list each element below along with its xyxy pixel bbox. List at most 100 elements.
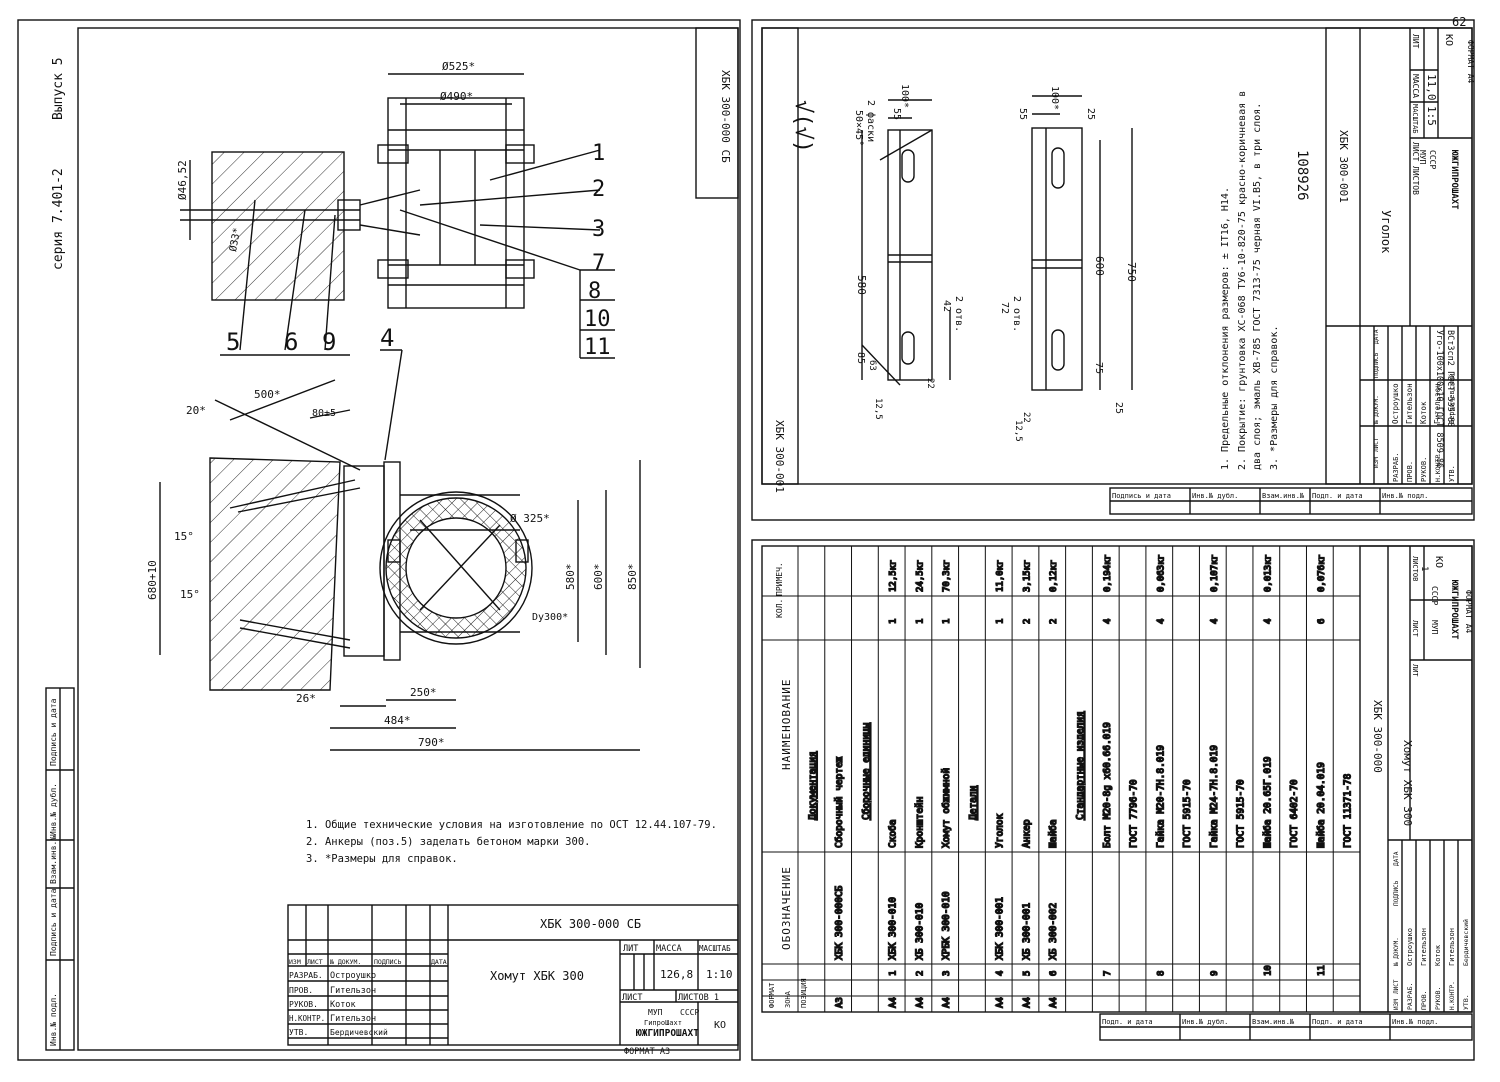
rt-dim-h580: 580 <box>855 275 868 295</box>
rt-dim-holes2: 2 отв. <box>1011 296 1022 332</box>
spec-hdr-sign: ПОДПИСЬ <box>1393 880 1400 906</box>
sp-margin-2: Подп. и дата <box>1312 1018 1363 1026</box>
rt-org-name: ЮЖГИПРОШАХТ <box>1449 150 1459 210</box>
role-2: ПРОВ. <box>289 986 313 995</box>
margin-label-5: Подпись и дата <box>49 698 58 766</box>
spec-hdr-name: НАИМЕНОВАНИЕ <box>780 679 793 770</box>
spec-ko: КО <box>1433 556 1444 568</box>
rt-ko: КО <box>1443 34 1454 46</box>
rt-role-3-name: Коток <box>1419 401 1428 424</box>
spec-row-pos: 1 <box>889 971 899 976</box>
spec-row-name: Детали <box>968 786 979 820</box>
spec-row-pos: 3 <box>942 971 952 976</box>
rt-note-4: 3. *Размеры для справок. <box>1269 326 1280 471</box>
right-top-code-vertical: ХБК 300-001 <box>773 420 786 493</box>
rt-title-sheets: ЛИСТОВ <box>1411 166 1420 195</box>
spec-row-note: 3,15кг <box>1022 559 1032 592</box>
rt-title-mass-hdr: МАССА <box>1411 74 1420 98</box>
spec-row-qty: 1 <box>942 619 952 624</box>
note-2: 2. Анкеры (поз.5) заделать бетоном марки… <box>306 836 590 848</box>
title-org-name: ЮЖГИПРОШАХТ <box>636 1028 699 1039</box>
hdr-list: ЛИСТ <box>307 958 323 966</box>
dim-v580: 580* <box>564 564 577 591</box>
rt-dim-b22a: 22 <box>925 378 935 389</box>
spec-row-format: А4 <box>915 997 925 1008</box>
callout-11: 11 <box>584 335 611 360</box>
sp-margin-5: Подп. и дата <box>1102 1018 1153 1026</box>
spec-row-format: А4 <box>996 997 1006 1008</box>
angle-part-view-1 <box>861 99 951 386</box>
title-org-sub: ГипроШахт <box>644 1019 682 1027</box>
spec-row-pos: 9 <box>1210 971 1220 976</box>
spec-row-note: 11,0кг <box>996 559 1006 592</box>
spec-row-qty: 1 <box>889 619 899 624</box>
top-code: ХБК 300-000 СБ <box>719 70 732 163</box>
margin-label-1: Инв.№ подл. <box>49 993 58 1046</box>
rt-dim-t12a: 12,5 <box>873 398 883 420</box>
spec-row-name: ГОСТ 6402-70 <box>1289 779 1300 848</box>
rt-title-material-2: ВСт3сп2 ГОСТ 535-88 <box>1445 330 1455 427</box>
rt-title-scale-hdr: МАСШТАБ <box>1411 104 1419 134</box>
spec-row-qty: 6 <box>1317 619 1327 624</box>
dim-d525: Ø525* <box>442 60 475 73</box>
rt-margin-5: Подпись и дата <box>1112 492 1171 500</box>
spec-grid <box>762 545 1361 1013</box>
rt-role-1: РАЗРАБ. <box>1392 452 1400 482</box>
hdr-izm: ИЗМ <box>289 958 301 966</box>
spec-row-name: Сборочные единицы <box>861 722 872 820</box>
title-code: ХБК 300-000 СБ <box>540 917 641 931</box>
callout-2: 2 <box>592 177 605 202</box>
rt-title-material-1: Уго-100х100х10 ГОСТ 8509-86 <box>1434 330 1444 468</box>
spec-hdr-format: ФОРМАТ <box>768 982 776 1008</box>
role-5: УТВ. <box>289 1028 308 1037</box>
dim-a20: 20* <box>186 404 206 417</box>
sp-margin-4: Инв.№ дубл. <box>1182 1018 1228 1026</box>
rt-title-lit: ЛИТ <box>1411 34 1420 49</box>
angle-part-view-2 <box>1031 95 1133 391</box>
rt-dim-b22b: 22 <box>1021 412 1031 423</box>
rt-dim-w55b: 55 <box>1017 108 1028 120</box>
spec-row-qty: 1 <box>915 619 925 624</box>
series-label: серия 7.401-2 <box>51 168 66 270</box>
margin-label-3: Взам.инв.№ <box>49 836 58 884</box>
spec-row-name: Гайка М20-7Н.8.019 <box>1155 745 1166 848</box>
spec-role-3-name: Коток <box>1434 944 1442 966</box>
dim-v680: 680+10 <box>146 560 159 600</box>
title-col-scale: МАСШТАБ <box>699 944 731 953</box>
note-3: 3. *Размеры для справок. <box>306 853 458 865</box>
spec-row-qty: 1 <box>996 619 1006 624</box>
rt-role-3: РУКОВ. <box>1420 457 1428 482</box>
rt-margin-2: Подп. и дата <box>1312 492 1363 500</box>
rt-dim-h85: 85 <box>855 352 866 364</box>
spec-row-qty: 4 <box>1156 619 1166 624</box>
spec-row-pos: 11 <box>1317 965 1327 976</box>
spec-row-designation: ХБ 300-002 <box>1048 903 1059 960</box>
spec-title-lit: ЛИТ <box>1411 664 1419 677</box>
spec-row-name: Хомут обжимной <box>941 768 952 848</box>
rt-role-2-name: Гительзон <box>1405 383 1414 424</box>
rt-org-top: МУП <box>1418 150 1427 165</box>
roughness-mark: √(√) <box>790 100 815 153</box>
role-1-name: Остроушко <box>330 971 376 981</box>
title-ko: КО <box>714 1020 726 1031</box>
spec-hdr-doc: № ДОКУМ. <box>1393 937 1400 966</box>
issue-label: Выпуск 5 <box>51 57 66 120</box>
spec-format: ФОРМАТ А4 <box>1464 590 1473 634</box>
spec-row-designation: ХБК 300-000СБ <box>834 885 845 960</box>
spec-row-note: 0,076кг <box>1317 554 1327 592</box>
callout-10: 10 <box>584 307 611 332</box>
dim-v850: 850* <box>626 564 639 591</box>
spec-row-qty: 4 <box>1263 619 1273 624</box>
spec-row-pos: 4 <box>996 971 1006 976</box>
rt-role-4-name: Гительзон <box>1433 383 1442 424</box>
note-1: 1. Общие технические условия на изготовл… <box>306 819 717 831</box>
spec-row-name: ГОСТ 7796-70 <box>1129 779 1140 848</box>
callout-leaders <box>220 149 615 461</box>
role-3-name: Коток <box>330 1000 356 1010</box>
rt-dim-chamfer2: 2 фаски <box>865 100 877 142</box>
role-2-name: Гительзон <box>330 986 376 996</box>
rt-note-3: два слоя; эмаль ХВ-785 ГОСТ 7313-75 черн… <box>1252 103 1263 470</box>
rt-title-sheet: ЛИСТ <box>1411 142 1420 161</box>
role-4: Н.КОНТР. <box>289 1014 325 1023</box>
